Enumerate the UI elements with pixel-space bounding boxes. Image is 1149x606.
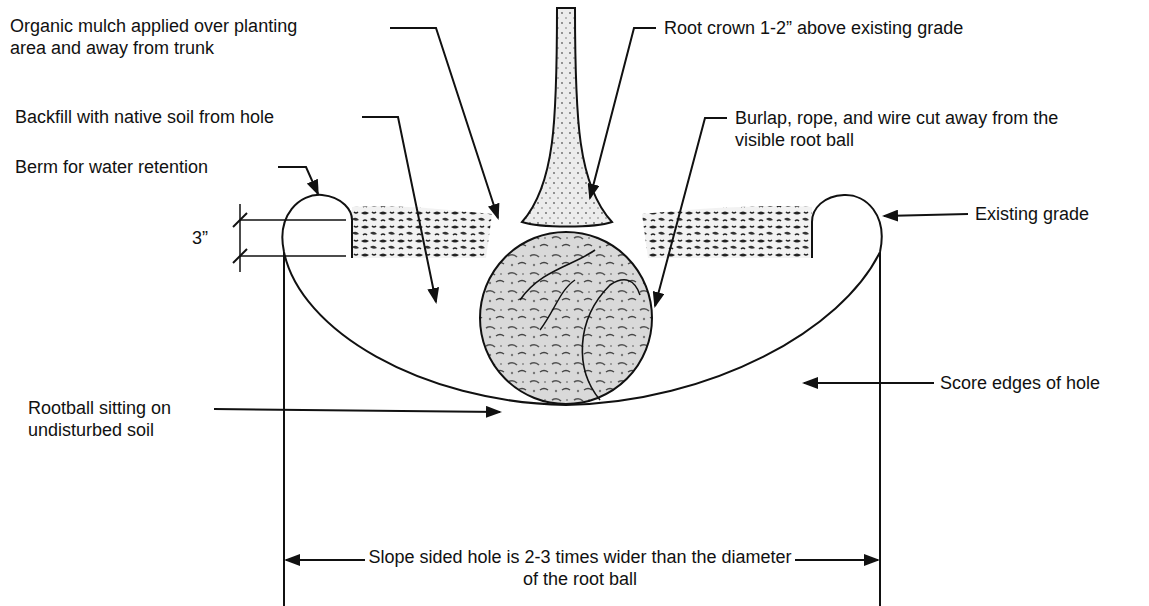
callout-label: Existing grade — [975, 203, 1140, 225]
callout-label: Rootball sitting on undisturbed soil — [28, 397, 210, 441]
dimension-label: Slope sided hole is 2-3 times wider than… — [365, 546, 795, 590]
dimension-label: 3” — [192, 227, 232, 249]
callout-label: Burlap, rope, and wire cut away from the… — [735, 107, 1065, 151]
callout-label: Organic mulch applied over planting area… — [10, 15, 335, 59]
callout-label: Backfill with native soil from hole — [15, 106, 355, 128]
callout-label: Berm for water retention — [15, 156, 270, 178]
callout-label: Score edges of hole — [940, 372, 1140, 394]
callout-label: Root crown 1-2” above existing grade — [664, 17, 1064, 39]
